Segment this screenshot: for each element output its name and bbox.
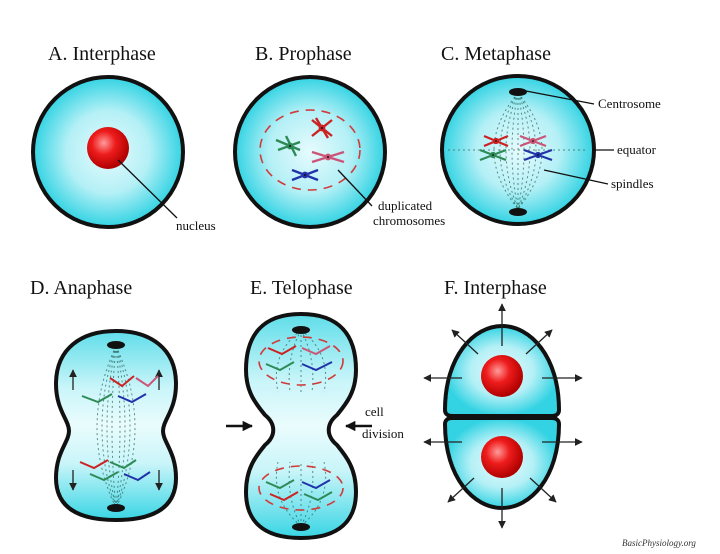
nuclear-envelope-bottom-e	[258, 465, 344, 511]
chromosomes-bottom-e	[265, 479, 333, 502]
chromosome-pink-c	[519, 134, 547, 148]
nuclear-envelope-b	[259, 109, 361, 191]
nucleus-a	[87, 127, 129, 169]
centrosome-top-c	[509, 88, 527, 96]
nucleus-top-f	[481, 355, 523, 397]
credit-text: BasicPhysiology.org	[622, 538, 696, 548]
spindle-fibers-d	[96, 345, 136, 509]
panel-title-metaphase: C. Metaphase	[441, 43, 551, 65]
panel-title-prophase: B. Prophase	[255, 43, 352, 65]
growth-arrows-f	[423, 303, 583, 529]
chromosomes-top-e	[265, 345, 333, 372]
chromosome-green-c	[479, 148, 507, 162]
panel-title-interphase-f: F. Interphase	[444, 277, 547, 299]
label-equator: equator	[617, 142, 657, 157]
chromosome-pink-b	[311, 150, 345, 164]
label-division: division	[362, 426, 404, 441]
label-cell: cell	[365, 404, 384, 419]
chromosome-blue-c	[523, 148, 553, 162]
label-spindles: spindles	[611, 176, 654, 191]
daughter-cells-f	[423, 303, 583, 529]
nucleus-leader	[117, 159, 178, 219]
chromosomes-bottom-d	[79, 459, 151, 482]
centrosome-bottom-d	[107, 504, 125, 512]
telophase-cell	[243, 311, 359, 541]
label-duplicated: duplicated	[378, 198, 433, 213]
centrosome-bottom-c	[509, 208, 527, 216]
prophase-cell	[233, 75, 387, 229]
chromosome-red-c	[483, 134, 509, 148]
centrosome-top-d	[107, 341, 125, 349]
centrosome-leader	[525, 90, 595, 105]
metaphase-cell	[440, 74, 614, 226]
panel-title-telophase: E. Telophase	[250, 277, 353, 299]
spindle-fibers-c	[448, 92, 588, 210]
panel-title-interphase-a: A. Interphase	[48, 43, 156, 65]
label-centrosome: Centrosome	[598, 96, 661, 111]
centrosome-bottom-e	[292, 523, 310, 531]
nucleus-bottom-f	[481, 436, 523, 478]
chromosomes-leader	[337, 169, 373, 207]
chromosome-red-b	[311, 117, 333, 139]
chromosome-blue-b	[291, 168, 319, 182]
panel-title-anaphase: D. Anaphase	[30, 277, 132, 299]
label-nucleus: nucleus	[176, 218, 216, 233]
nuclear-envelope-top-e	[258, 336, 344, 386]
label-chromosomes: chromosomes	[373, 213, 445, 228]
chromosomes-top-d	[81, 375, 159, 404]
chromosome-green-b	[275, 135, 301, 157]
anaphase-cell	[53, 328, 179, 523]
centrosome-top-e	[292, 326, 310, 334]
interphase-cell-a	[31, 75, 185, 229]
spindles-leader	[543, 169, 609, 185]
